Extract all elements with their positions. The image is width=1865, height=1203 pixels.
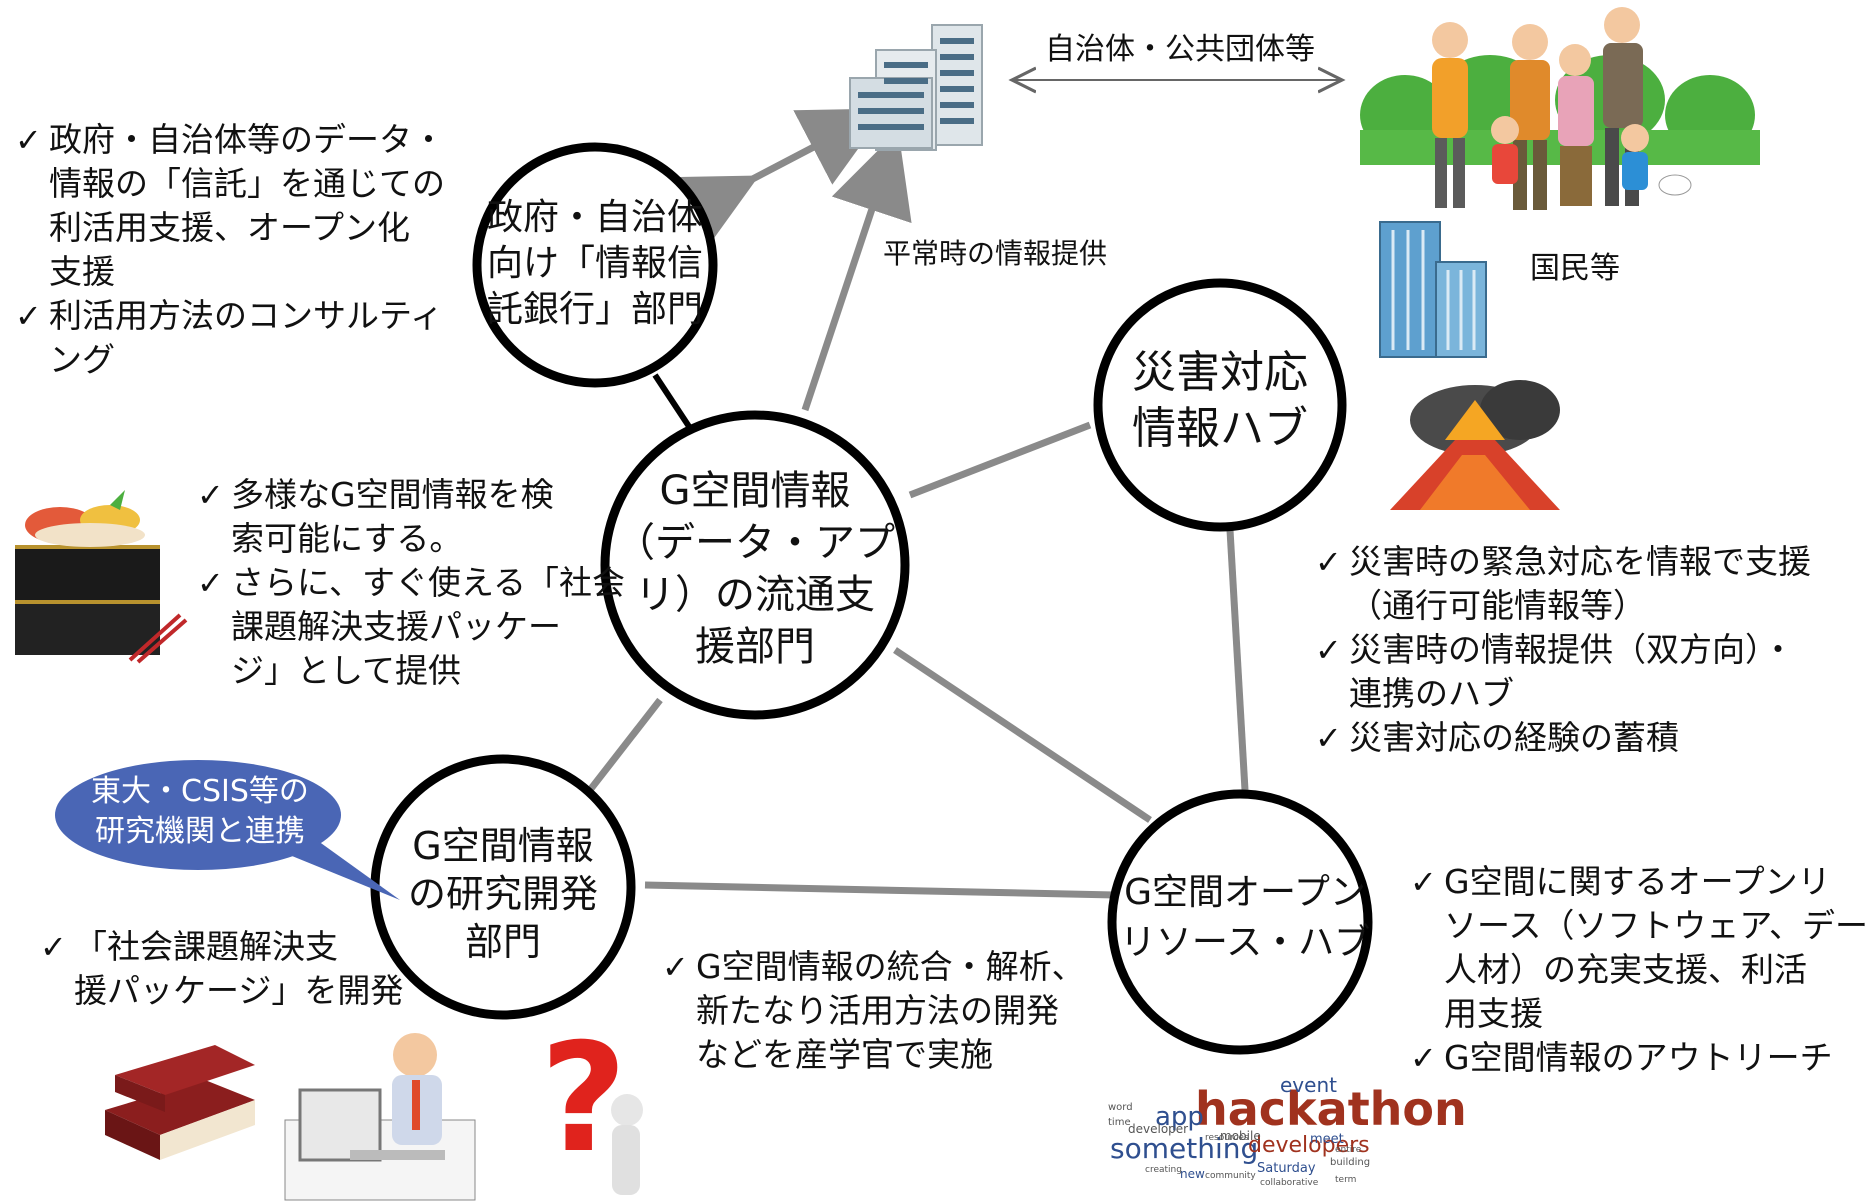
wordcloud-word: Saturday: [1257, 1161, 1316, 1176]
edge-center-buildings: [801, 130, 912, 412]
osechi-box-image: [15, 490, 188, 664]
note-item-cont: 利活用支援、オープン化: [49, 208, 411, 247]
callout-bubble: [55, 760, 400, 900]
node-open-resource-hub: [1107, 789, 1373, 1055]
note-item-cont: などを産学官で実施: [696, 1035, 993, 1074]
label-normal-info: 平常時の情報提供: [883, 237, 1108, 270]
label-public-bodies: 自治体・公共団体等: [1045, 32, 1315, 67]
note-item-cont: 情報の「信託」を通じての: [49, 164, 445, 203]
wordcloud-word: entire: [1335, 1145, 1362, 1155]
callout-text: 東大・CSIS等の 研究機関と連携: [60, 772, 340, 852]
note-item-cont: ソース（ソフトウェア、データ、: [1444, 906, 1865, 945]
note-item: 災害時の緊急対応を情報で支援: [1315, 540, 1811, 584]
node-label-line: 託銀行」部門: [486, 289, 703, 330]
note-item: 「社会課題解決支: [40, 925, 403, 969]
node-label-line: リ）の流通支: [635, 572, 875, 618]
office-buildings-image: [849, 24, 983, 151]
node-label-line: G空間情報: [412, 824, 594, 868]
citizens-family-image: [1360, 7, 1760, 210]
edge-disaster-openhub: [1226, 529, 1249, 791]
books-image: [105, 1045, 255, 1160]
node-label-line: G空間オープン: [1124, 872, 1366, 913]
wordcloud-word: something: [1110, 1132, 1258, 1165]
note-item-cont: 人材）の充実支援、利活: [1444, 950, 1807, 989]
note-item-cont: 支援: [49, 252, 115, 291]
edge-center-trustbank: [652, 373, 693, 430]
node-label-line: （データ・アプ: [615, 520, 895, 566]
note-item: 災害対応の経験の蓄積: [1315, 716, 1811, 760]
node-disaster-hub: [1093, 278, 1347, 532]
wordcloud-word: term: [1335, 1175, 1356, 1185]
question-mark-image: ?: [540, 1012, 643, 1195]
note-item-cont: 課題解決支援パッケー: [231, 607, 561, 646]
notes-disaster: 災害時の緊急対応を情報で支援 （通行可能情報等） 災害時の情報提供（双方向）・ …: [1315, 540, 1811, 760]
person-at-computer-image: [284, 1033, 476, 1201]
node-trust-bank: [472, 142, 718, 388]
note-item: 多様なG空間情報を検: [197, 473, 625, 517]
note-item: 利活用方法のコンサルティ: [15, 294, 445, 338]
note-item-cont: 新たなり活用方法の開発: [696, 991, 1059, 1030]
edge-center-research: [587, 697, 663, 793]
note-item: G空間に関するオープンリ: [1410, 860, 1865, 904]
note-item-cont: ング: [49, 340, 115, 379]
wordcloud-word: building: [1330, 1157, 1370, 1168]
note-item: 災害時の情報提供（双方向）・: [1315, 628, 1811, 672]
note-item-cont: ジ」として提供: [231, 651, 462, 690]
node-label-line: 災害対応: [1132, 347, 1308, 398]
notes-open-resource: G空間に関するオープンリ ソース（ソフトウェア、データ、 人材）の充実支援、利活…: [1410, 860, 1865, 1080]
edge-research-openhub: [644, 881, 1116, 899]
edge-trustbank-buildings: [665, 108, 888, 252]
notes-trust-bank: 政府・自治体等のデータ・ 情報の「信託」を通じての 利活用支援、オープン化 支援…: [15, 118, 445, 382]
wordcloud-word: developer: [1128, 1122, 1188, 1136]
wordcloud-word: community: [1205, 1171, 1256, 1181]
note-item-cont: 連携のハブ: [1349, 674, 1514, 713]
notes-center: 多様なG空間情報を検 索可能にする。 さらに、すぐ使える「社会 課題解決支援パッ…: [197, 473, 625, 693]
note-item: 政府・自治体等のデータ・: [15, 118, 445, 162]
note-item: G空間情報の統合・解析、: [662, 945, 1085, 989]
edge-center-openhub: [893, 647, 1152, 823]
label-citizens: 国民等: [1530, 251, 1620, 286]
node-label-trust-bank: 政府・自治体 向け「情報信 託銀行」部門: [480, 195, 710, 333]
wordcloud-word: developers: [1248, 1133, 1370, 1158]
wordcloud-word: meet: [1310, 1132, 1344, 1147]
edge-center-disaster: [908, 421, 1092, 499]
wordcloud-word: collaborative: [1260, 1178, 1319, 1188]
network-edges: [587, 80, 1342, 899]
wordcloud-word: resources: [1205, 1133, 1249, 1143]
wordcloud-word: mobile: [1220, 1129, 1261, 1143]
wordcloud-word: time: [1108, 1117, 1131, 1128]
node-label-line: リソース・ハブ: [1119, 922, 1371, 963]
wordcloud-word: hackathon: [1195, 1082, 1467, 1136]
node-label-line: 情報ハブ: [1132, 403, 1308, 454]
node-label-disaster-hub: 災害対応 情報ハブ: [1110, 345, 1330, 457]
wordcloud-word: event: [1280, 1073, 1337, 1097]
wordcloud-word: app: [1155, 1102, 1204, 1132]
node-label-line: 援部門: [695, 624, 815, 670]
node-label-line: 部門: [464, 920, 541, 964]
node-label-research: G空間情報 の研究開発 部門: [388, 822, 618, 966]
node-label-line: G空間情報: [659, 468, 851, 514]
callout-line: 東大・CSIS等の: [91, 774, 309, 809]
volcano-image: [1390, 380, 1560, 510]
callout-line: 研究機関と連携: [95, 814, 305, 849]
node-label-line: 向け「情報信: [486, 243, 703, 284]
wordcloud-word: creating: [1145, 1165, 1182, 1175]
hackathon-word-cloud: hackathon event app something developers…: [1090, 1065, 1467, 1203]
city-buildings-image: [1379, 221, 1487, 358]
wordcloud-word: new: [1180, 1167, 1205, 1181]
node-label-center: G空間情報 （データ・アプ リ）の流通支 援部門: [615, 465, 895, 673]
node-label-line: 政府・自治体: [486, 197, 703, 238]
notes-link: G空間情報の統合・解析、 新たなり活用方法の開発 などを産学官で実施: [662, 945, 1085, 1077]
note-item-cont: 援パッケージ」を開発: [74, 971, 404, 1010]
wordcloud-word: word: [1108, 1102, 1133, 1113]
node-label-line: の研究開発: [407, 872, 598, 916]
note-item-cont: 索可能にする。: [231, 519, 463, 558]
note-item: さらに、すぐ使える「社会: [197, 561, 625, 605]
note-item-cont: （通行可能情報等）: [1349, 586, 1646, 625]
note-item-cont: 用支援: [1444, 994, 1543, 1033]
node-label-open-resource-hub: G空間オープン リソース・ハブ: [1115, 868, 1375, 968]
note-item: G空間情報のアウトリーチ: [1410, 1036, 1865, 1080]
notes-research: 「社会課題解決支 援パッケージ」を開発: [40, 925, 403, 1013]
